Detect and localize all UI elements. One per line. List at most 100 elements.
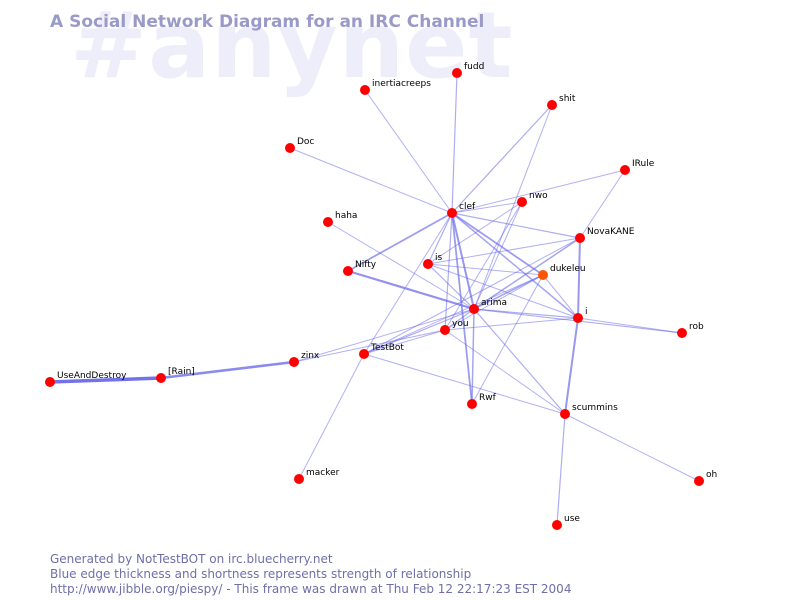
node-dot[interactable] — [45, 377, 55, 387]
node-inertiacreeps[interactable]: inertiacreeps — [360, 79, 431, 95]
node-zinx[interactable]: zinx — [289, 351, 320, 367]
node-i[interactable]: i — [573, 307, 588, 323]
edge-zinx-arima — [293, 308, 475, 363]
node-dot[interactable] — [575, 233, 585, 243]
edge-you-nwo — [444, 201, 523, 331]
edge-clef-IRule — [451, 169, 626, 214]
node-dot[interactable] — [538, 270, 548, 280]
node-label: is — [435, 253, 443, 263]
node-nwo[interactable]: nwo — [517, 191, 548, 207]
node-dot[interactable] — [517, 197, 527, 207]
edge-is-nwo — [427, 201, 523, 265]
node-Nifty[interactable]: Nifty — [343, 260, 377, 276]
node-use[interactable]: use — [552, 514, 580, 530]
node-Rain[interactable]: [Rain] — [156, 367, 195, 383]
node-dukeleu[interactable]: dukeleu — [538, 264, 586, 280]
node-macker[interactable]: macker — [294, 468, 340, 484]
node-scummins[interactable]: scummins — [560, 403, 618, 419]
edge-clef-dukeleu — [451, 212, 544, 276]
edge-you-TestBot — [363, 329, 446, 355]
node-label: scummins — [572, 403, 618, 413]
node-you[interactable]: you — [440, 319, 469, 335]
node-dot[interactable] — [447, 208, 457, 218]
node-label: arima — [481, 298, 507, 308]
node-IRule[interactable]: IRule — [620, 159, 655, 175]
node-Rwf[interactable]: Rwf — [467, 393, 497, 409]
node-dot[interactable] — [285, 143, 295, 153]
node-Doc[interactable]: Doc — [285, 137, 314, 153]
edge-clef-Doc — [289, 147, 453, 214]
node-dot[interactable] — [620, 165, 630, 175]
node-label: zinx — [301, 351, 320, 361]
edge-layer — [48, 72, 700, 526]
node-UseAndDestroy[interactable]: UseAndDestroy — [45, 371, 127, 387]
node-dot[interactable] — [359, 349, 369, 359]
edge-Nifty-arima — [346, 269, 476, 311]
edge-is-dukeleu — [427, 263, 544, 276]
node-label: Doc — [297, 137, 314, 147]
node-label: TestBot — [370, 343, 404, 353]
edge-i-dukeleu — [542, 274, 579, 319]
node-clef[interactable]: clef — [447, 202, 476, 218]
node-dot[interactable] — [573, 313, 583, 323]
edge-Rwf-dukeleu — [471, 274, 544, 405]
edge-TestBot-NovaKANE — [363, 237, 581, 355]
node-dot[interactable] — [694, 476, 704, 486]
node-dot[interactable] — [552, 520, 562, 530]
node-TestBot[interactable]: TestBot — [359, 343, 404, 359]
node-dot[interactable] — [289, 357, 299, 367]
node-dot[interactable] — [360, 85, 370, 95]
edge-arima-TestBot — [363, 308, 475, 355]
node-dot[interactable] — [547, 100, 557, 110]
node-dot[interactable] — [560, 409, 570, 419]
node-label: macker — [306, 468, 340, 478]
node-label: fudd — [464, 62, 484, 72]
edge-TestBot-macker — [298, 353, 365, 480]
node-label: oh — [706, 470, 717, 480]
node-oh[interactable]: oh — [694, 470, 717, 486]
edge-scummins-oh — [564, 413, 700, 482]
node-arima[interactable]: arima — [469, 298, 507, 314]
node-label: UseAndDestroy — [57, 371, 127, 381]
edge-is-i — [427, 263, 579, 319]
node-label: shit — [559, 94, 576, 104]
edge-haha-arima — [327, 221, 475, 310]
node-label: inertiacreeps — [372, 79, 431, 89]
node-label: Rwf — [479, 393, 497, 403]
node-dot[interactable] — [467, 399, 477, 409]
node-label: Nifty — [355, 260, 377, 270]
node-dot[interactable] — [469, 304, 479, 314]
node-is[interactable]: is — [423, 253, 443, 269]
edge-UseAndDestroy-Rain — [48, 376, 163, 384]
edge-clef-i — [451, 212, 579, 319]
node-haha[interactable]: haha — [323, 211, 357, 227]
edge-clef-NovaKANE — [451, 212, 581, 239]
node-label: IRule — [632, 159, 655, 169]
edge-i-NovaKANE — [577, 237, 581, 319]
node-dot[interactable] — [423, 259, 433, 269]
node-dot[interactable] — [294, 474, 304, 484]
node-label: NovaKANE — [587, 227, 635, 237]
node-dot[interactable] — [156, 373, 166, 383]
node-NovaKANE[interactable]: NovaKANE — [575, 227, 635, 243]
edge-clef-fudd — [451, 72, 458, 214]
node-rob[interactable]: rob — [677, 322, 704, 338]
node-shit[interactable]: shit — [547, 94, 576, 110]
node-dot[interactable] — [343, 266, 353, 276]
node-dot[interactable] — [452, 68, 462, 78]
node-label: nwo — [529, 191, 548, 201]
edge-is-NovaKANE — [427, 237, 581, 265]
node-label: haha — [335, 211, 357, 221]
node-fudd[interactable]: fudd — [452, 62, 484, 78]
diagram-title: A Social Network Diagram for an IRC Chan… — [50, 12, 485, 32]
edge-clef-Rwf — [451, 212, 473, 405]
node-dot[interactable] — [677, 328, 687, 338]
edge-clef-nwo — [451, 201, 523, 214]
node-dot[interactable] — [440, 325, 450, 335]
edge-you-scummins — [444, 329, 566, 415]
channel-watermark: #anynet — [70, 0, 514, 99]
footer-timestamp: http://www.jibble.org/piespy/ - This fra… — [50, 582, 572, 596]
node-dot[interactable] — [323, 217, 333, 227]
